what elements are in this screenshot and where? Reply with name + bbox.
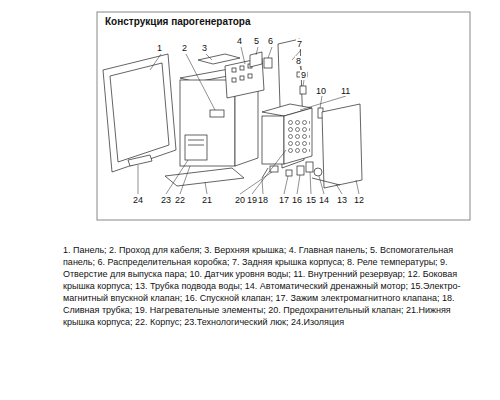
figure-frame (97, 12, 470, 220)
drain-pipe (262, 168, 268, 178)
callout-number: 11 (340, 86, 351, 96)
callout-number: 3 (201, 43, 208, 53)
side-cover (322, 104, 362, 188)
panel (103, 54, 176, 172)
reservoir-side (284, 108, 312, 164)
steam-outlet (300, 86, 306, 94)
callout-number: 2 (181, 43, 188, 53)
callout-number: 9 (300, 70, 307, 80)
top-cover (198, 54, 240, 64)
caption-text: 1. Панель; 2. Проход для кабеля; 3. Верх… (63, 244, 468, 328)
callout-number: 22 (174, 195, 186, 205)
callout-number: 21 (201, 195, 213, 205)
insulation (128, 155, 152, 166)
distribution-box (264, 58, 272, 68)
technological-hatch (185, 135, 207, 160)
figure-title: Конструкция парогенератора (105, 16, 251, 27)
callout-number: 19 (246, 195, 258, 205)
callout-number: 5 (253, 36, 260, 46)
callout-number: 24 (132, 195, 144, 205)
leader-lines (138, 47, 359, 194)
callout-number: 8 (295, 56, 302, 66)
callout-number: 14 (318, 195, 330, 205)
water-inlet-pipe (312, 178, 340, 185)
callout-number: 1 (156, 43, 163, 53)
cable-pass (210, 110, 224, 117)
callout-number: 10 (315, 86, 327, 96)
callout-number: 17 (278, 195, 290, 205)
callout-number: 7 (296, 39, 303, 49)
callout-number: 12 (353, 195, 365, 205)
solenoid-clamp (286, 170, 292, 176)
inlet-valve (306, 162, 313, 172)
panel-inner (110, 63, 169, 162)
callout-number: 18 (257, 195, 269, 205)
callout-number: 16 (291, 195, 303, 205)
callout-number: 23 (160, 195, 172, 205)
callout-number: 20 (234, 195, 246, 205)
callout-number: 15 (305, 195, 317, 205)
callout-number: 6 (267, 36, 274, 46)
heating-elements (286, 118, 310, 154)
callout-number: 13 (336, 195, 348, 205)
drain-motor (314, 168, 322, 176)
callout-number: 4 (236, 36, 243, 46)
drain-valve (297, 166, 304, 175)
